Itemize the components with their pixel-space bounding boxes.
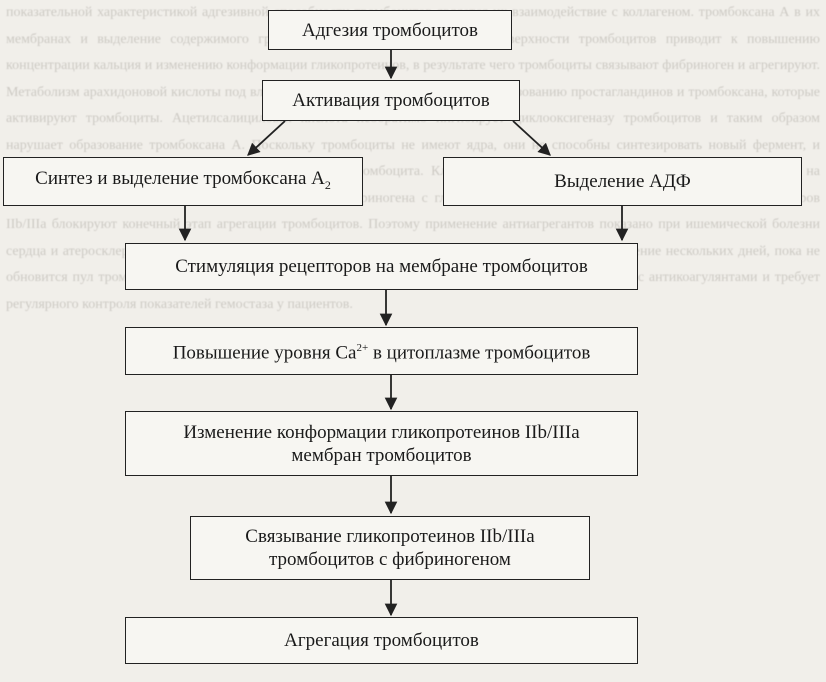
node-adhesion: Адгезия тромбоцитов (268, 10, 512, 50)
node-aggregation-label: Агрегация тромбоцитов (284, 630, 479, 651)
node-adhesion-label: Адгезия тромбоцитов (302, 19, 478, 41)
arrow-activation-adp (512, 120, 551, 156)
node-thromboxane: Синтез и выделение тромбоксана А2 (3, 157, 363, 206)
node-conformation-line2: мембран тромбоцитов (291, 444, 472, 466)
node-receptors-label: Стимуляция рецепторов на мембране тромбо… (175, 256, 588, 277)
node-calcium: Повышение уровня Са2+ в цитоплазме тромб… (125, 327, 638, 375)
node-thromboxane-label: Синтез и выделение тромбоксана А2 (35, 167, 331, 192)
node-binding-line1: Связывание гликопротеинов IIb/IIIa (245, 526, 535, 547)
node-conformation: Изменение конформации гликопротеинов IIb… (125, 411, 638, 476)
node-receptors: Стимуляция рецепторов на мембране тромбо… (125, 243, 638, 290)
node-conformation-line1: Изменение конформации гликопротеинов IIb… (183, 421, 580, 443)
node-adp: Выделение АДФ (443, 157, 802, 206)
node-activation-label: Активация тромбоцитов (292, 90, 490, 111)
node-adp-label: Выделение АДФ (554, 171, 691, 192)
node-activation: Активация тромбоцитов (262, 80, 520, 121)
node-binding-line2: тромбоцитов с фибриногеном (269, 549, 511, 570)
node-aggregation: Агрегация тромбоцитов (125, 617, 638, 664)
node-conformation-text: Изменение конформации гликопротеинов IIb… (183, 421, 579, 467)
node-binding-text: Связывание гликопротеинов IIb/IIIa тромб… (245, 525, 534, 571)
arrow-activation-thromboxane (247, 120, 286, 156)
node-calcium-label: Повышение уровня Са2+ в цитоплазме тромб… (172, 342, 591, 364)
node-binding: Связывание гликопротеинов IIb/IIIa тромб… (190, 516, 590, 580)
